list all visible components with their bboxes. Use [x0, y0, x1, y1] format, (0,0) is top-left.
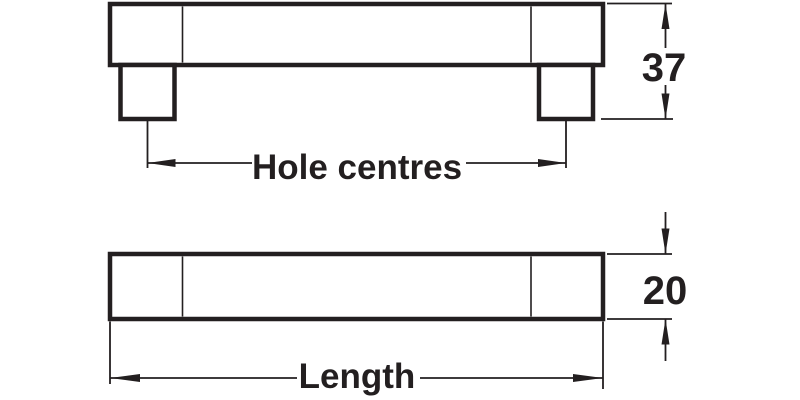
hole-centres-label: Hole centres: [252, 148, 462, 187]
front-height-arrowhead-up: [661, 3, 670, 29]
handle-bar-profile: [107, 251, 606, 322]
side-height-value: 20: [643, 269, 688, 313]
handle-bar-front: [107, 1, 606, 68]
side-height-arrowhead-down: [661, 228, 670, 254]
front-height-value: 37: [642, 46, 687, 90]
front-height-arrowhead-down: [661, 93, 670, 119]
left-mounting-post: [118, 62, 177, 122]
length-label: Length: [299, 357, 416, 396]
side-height-arrowhead-up: [661, 319, 670, 345]
side-height-dimension: 20: [607, 212, 687, 361]
hole-centres-arrowhead-right: [538, 159, 566, 167]
length-dimension: Length: [109, 321, 604, 396]
right-mounting-post: [536, 62, 596, 122]
hole-centres-dimension: Hole centres: [146, 121, 567, 187]
front-view: Hole centres 37: [107, 1, 687, 187]
hole-centres-arrowhead-left: [147, 159, 176, 167]
front-height-dimension: 37: [601, 2, 687, 120]
length-arrowhead-left: [110, 374, 140, 382]
length-arrowhead-right: [573, 374, 603, 382]
side-view: Length 20: [107, 212, 687, 396]
